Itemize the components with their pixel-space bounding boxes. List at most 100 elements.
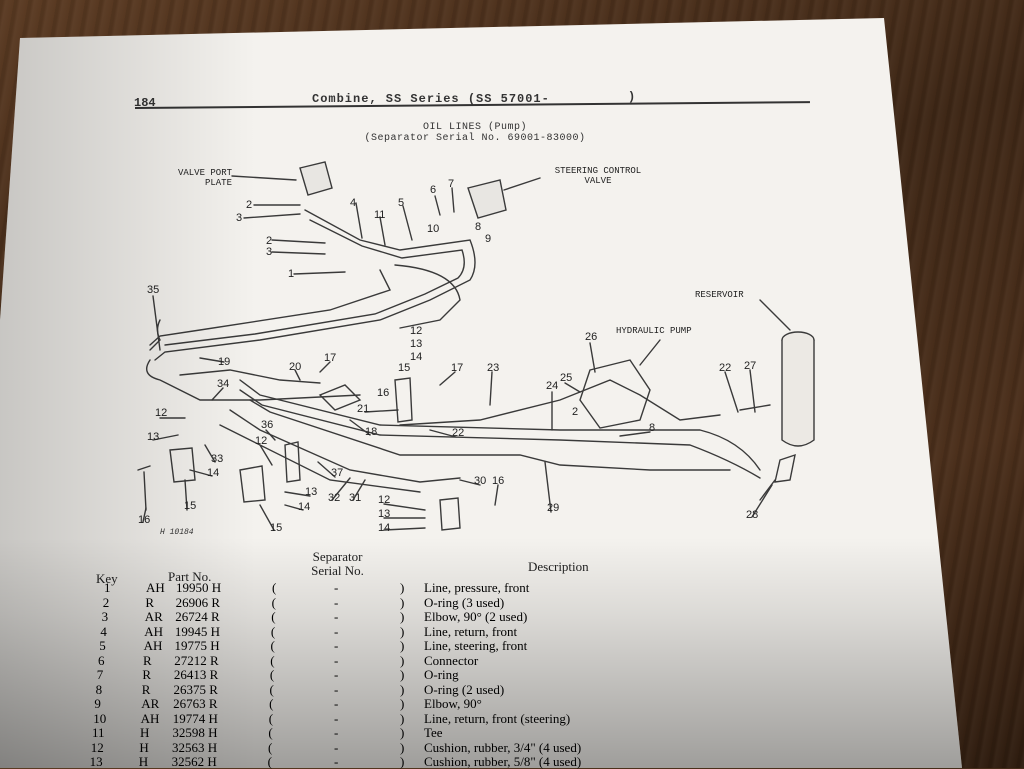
row-paren-close: ) [400, 580, 405, 595]
row-serial: - [334, 594, 339, 610]
diagram-label: 3 [236, 212, 243, 224]
row-part-number: 26763 R [173, 696, 218, 711]
diagram-label: 21 [357, 403, 370, 415]
row-part-number: 27212 R [174, 652, 219, 668]
row-paren-open: ( [269, 667, 275, 682]
table-row: 7 R 26413 R ( -) O-ring [0, 667, 960, 682]
row-paren-open: ( [271, 594, 276, 610]
row-paren-open: ( [272, 580, 277, 595]
row-part-number: 26413 R [173, 667, 219, 682]
row-serial: - [334, 681, 339, 697]
row-serial: - [334, 638, 339, 653]
row-part-prefix: H [138, 754, 149, 769]
row-part-prefix: R [141, 681, 151, 697]
callout-valve-port-plate: VALVE PORT PLATE [177, 168, 232, 188]
diagram-label: 34 [217, 378, 230, 390]
row-part-prefix: R [142, 667, 152, 682]
diagram-label: 2 [266, 235, 273, 247]
diagram-label: 28 [746, 509, 759, 521]
diagram-label: 15 [184, 500, 197, 512]
running-title-close: ) [628, 90, 636, 104]
row-part-number: 19945 H [174, 623, 221, 639]
col-key-header: Key [96, 571, 118, 586]
row-key: 13 [89, 754, 103, 769]
row-paren-open: ( [270, 638, 275, 653]
row-paren-open: ( [270, 623, 276, 639]
diagram-label: 30 [474, 475, 487, 487]
diagram-label: 14 [410, 351, 423, 363]
diagram-label: 12 [155, 407, 168, 419]
figure-subtitle: (Separator Serial No. 69001-83000) [364, 133, 586, 144]
diagram-label: 14 [378, 522, 391, 534]
row-description: Connector [424, 652, 479, 668]
row-paren-open: ( [268, 725, 273, 740]
row-key: 7 [96, 667, 104, 682]
row-paren-close: ) [400, 754, 405, 769]
row-paren-close: ) [400, 725, 405, 740]
diagram-label: 6 [430, 184, 437, 196]
diagram-label: 18 [365, 426, 378, 438]
row-part-prefix: R [143, 652, 152, 668]
row-key: 4 [100, 623, 107, 639]
row-description: Cushion, rubber, 3/4" (4 used) [424, 739, 582, 755]
diagram-label: 33 [211, 453, 224, 465]
callout-steering-control-valve: STEERING CONTROL VALVE [554, 166, 642, 186]
row-description: Line, steering, front [424, 638, 528, 653]
diagram-label: 15 [398, 362, 411, 374]
row-serial: - [334, 710, 339, 726]
row-paren-close: ) [400, 696, 405, 711]
diagram-label: 4 [350, 197, 357, 209]
diagram-label: 26 [585, 331, 598, 343]
row-part-prefix: H [140, 725, 150, 740]
diagram-label: 13 [410, 338, 423, 350]
row-description: Cushion, rubber, 5/8" (4 used) [424, 754, 582, 769]
row-part-prefix: AH [140, 710, 160, 726]
row-description: O-ring (2 used) [424, 681, 505, 697]
col-serial-header: Separator Serial No. [311, 549, 364, 578]
row-paren-open: ( [269, 681, 274, 697]
diagram-label: 14 [298, 501, 311, 513]
row-part-prefix: H [139, 739, 149, 755]
diagram-label: 25 [560, 372, 573, 384]
diagram-label: 8 [475, 221, 482, 233]
diagram-label: 14 [207, 467, 220, 479]
diagram-label: 15 [270, 522, 283, 534]
diagram-label: 32 [328, 492, 341, 504]
diagram-label: 16 [138, 514, 151, 526]
diagram-label: 27 [744, 360, 757, 372]
row-part-number: 32562 H [171, 754, 217, 769]
row-description: Line, return, front [424, 623, 518, 639]
diagram-label: 29 [547, 502, 560, 514]
row-paren-close: ) [400, 638, 405, 653]
row-serial: - [334, 609, 339, 624]
row-serial: - [334, 623, 339, 639]
row-part-number: 32563 H [172, 739, 218, 755]
diagram-label: 5 [398, 197, 405, 209]
diagram-label: 31 [349, 492, 362, 504]
row-part-number: 19774 H [172, 710, 218, 726]
row-key: 9 [94, 696, 101, 711]
diagram-label: 20 [289, 361, 302, 373]
row-key: 12 [90, 739, 104, 755]
row-paren-close: ) [400, 667, 405, 682]
col-desc-header: Description [528, 559, 589, 574]
row-description: O-ring [424, 667, 459, 682]
row-serial: - [334, 667, 339, 682]
diagram-label: 12 [378, 494, 391, 506]
row-part-prefix: AR [141, 696, 160, 711]
row-paren-close: ) [400, 681, 405, 697]
row-key: 3 [101, 609, 109, 624]
row-part-number: 26375 R [173, 681, 218, 697]
diagram-label: 35 [147, 284, 160, 296]
diagram-label: 13 [305, 486, 318, 498]
diagram-label: 9 [485, 233, 492, 245]
diagram-label: 2 [572, 406, 579, 418]
figure-title: OIL LINES (Pump) [422, 122, 527, 133]
diagram-label: 11 [374, 209, 386, 221]
diagram-label: 22 [719, 362, 732, 374]
diagram-label: 2 [246, 199, 253, 211]
